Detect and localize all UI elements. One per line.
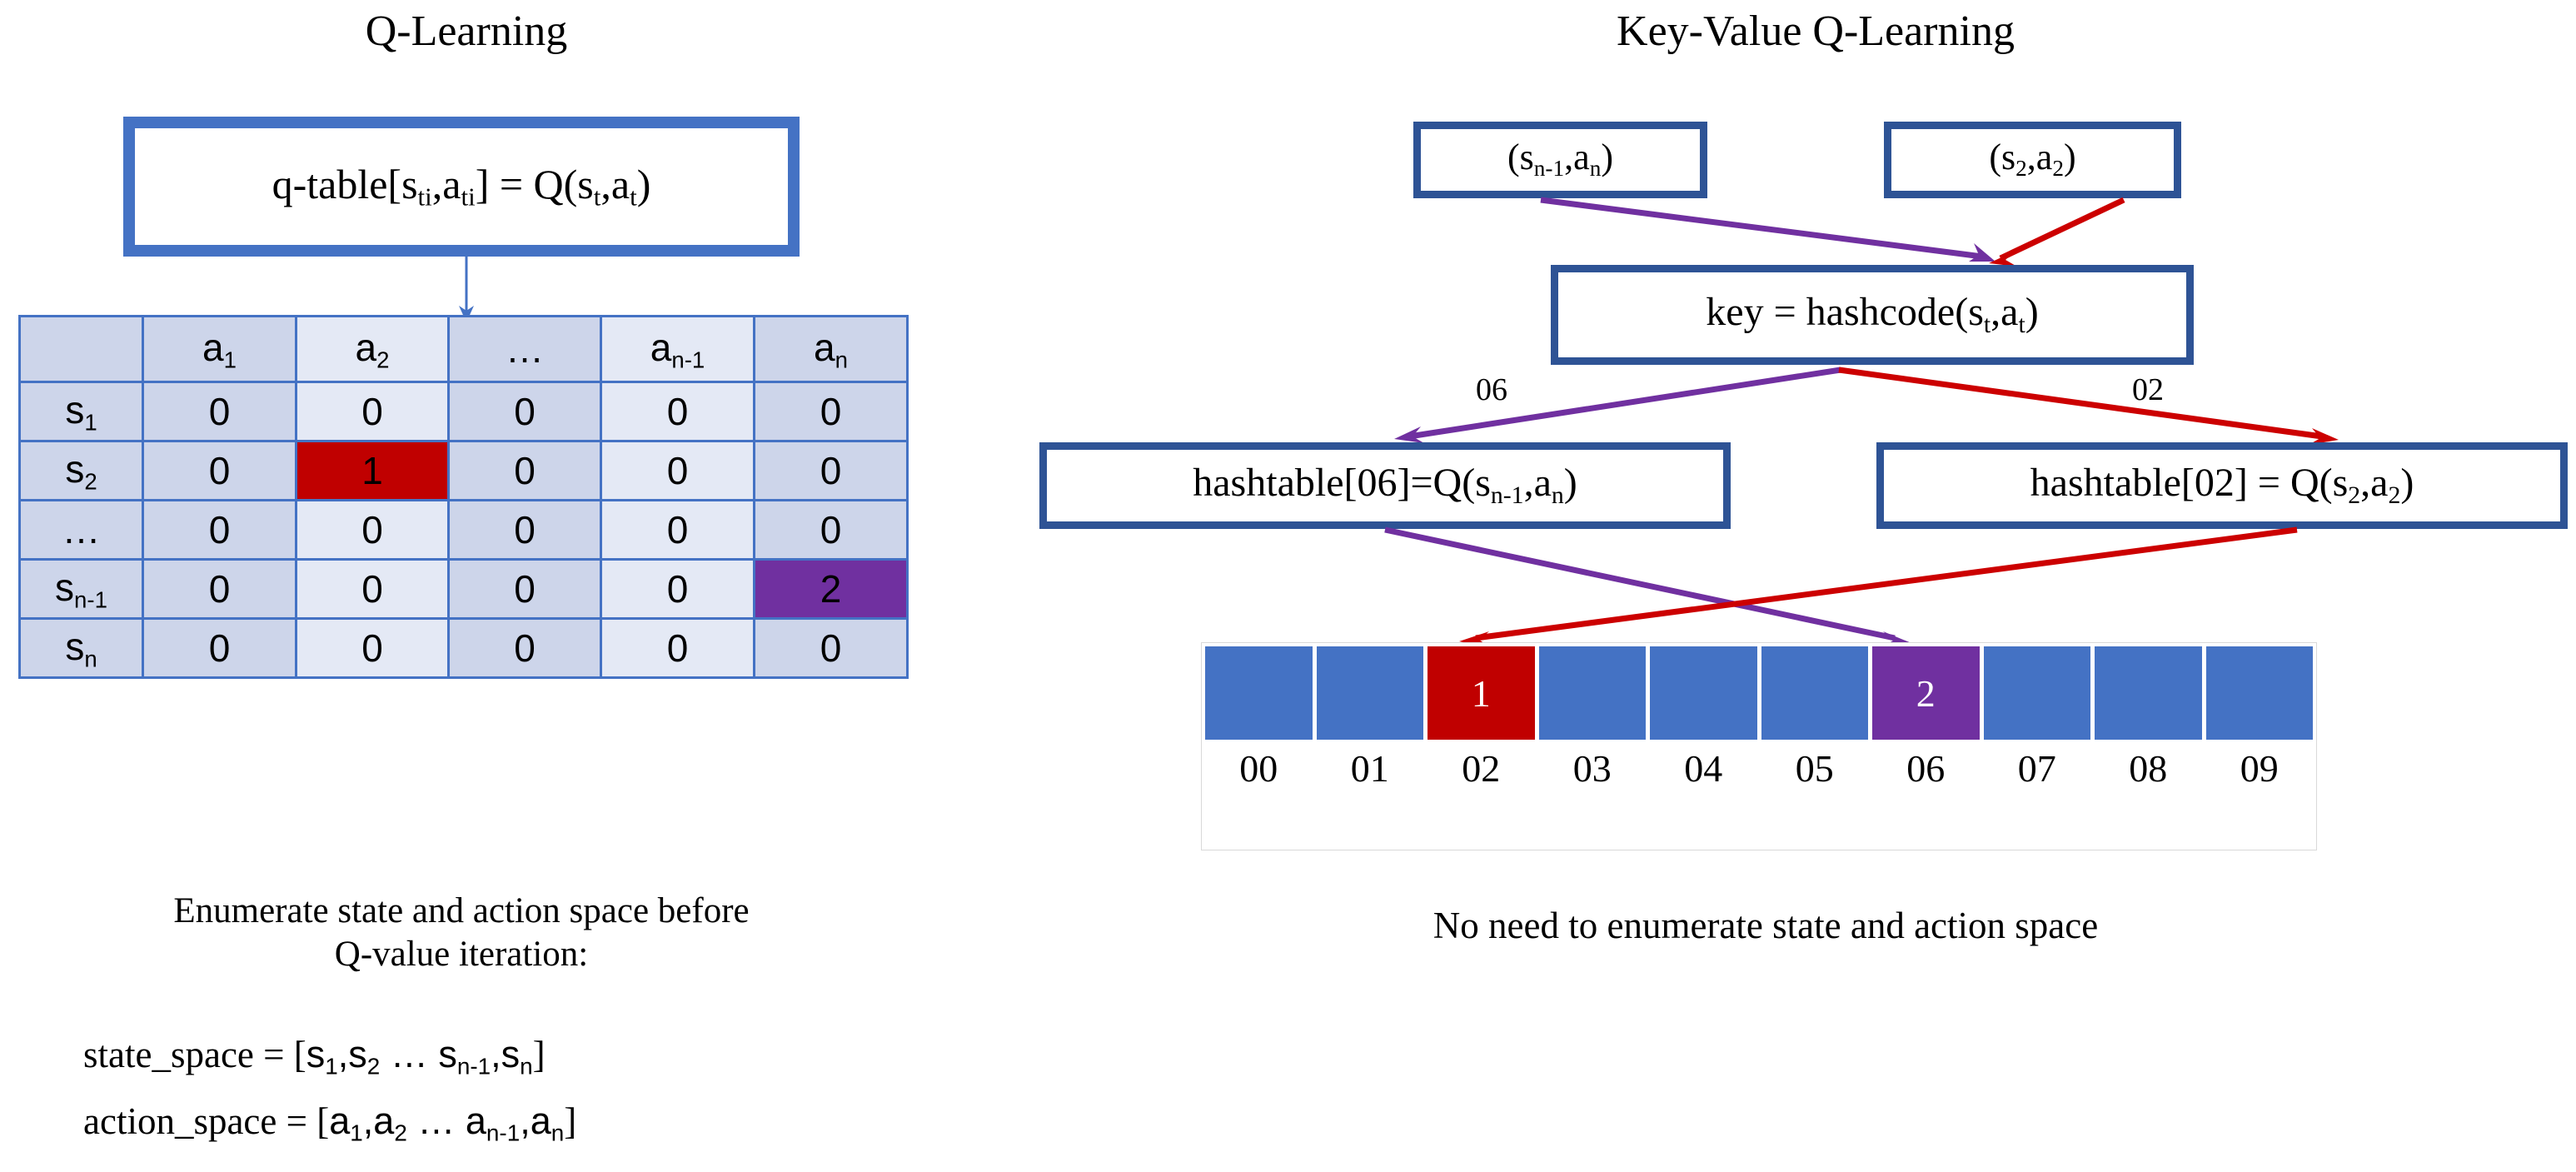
key-label-06: 06 — [1476, 372, 1507, 407]
q-table-cell-highlight-red: 1 — [295, 440, 450, 501]
q-table-cell: 0 — [295, 558, 450, 620]
q-table-cell: 0 — [600, 440, 755, 501]
q-table-row-header-3: sn-1 — [18, 558, 144, 620]
q-table-formula-box: q-table[sti,ati] = Q(st,at) — [123, 117, 800, 257]
q-table-row-header-1: s2 — [18, 440, 144, 501]
q-table-col-header-5: an — [753, 315, 909, 383]
q-table-cell: 0 — [600, 617, 755, 679]
q-table-col-header-3: … — [447, 315, 602, 383]
array-slot-04 — [1650, 646, 1757, 740]
array-index-00: 00 — [1239, 747, 1278, 790]
q-table-cell: 0 — [600, 381, 755, 442]
input-box-sn1-an: (sn-1,an) — [1413, 122, 1707, 198]
array-slot-09 — [2205, 646, 2313, 740]
q-table-row-header-0: s1 — [18, 381, 144, 442]
array-index-06: 06 — [1906, 747, 1946, 790]
q-table-corner-cell — [18, 315, 144, 383]
q-table-cell: 0 — [295, 381, 450, 442]
input-box-s2-a2: (s2,a2) — [1884, 122, 2181, 198]
left-caption-line-1: Enumerate state and action space before — [173, 891, 750, 930]
hashtable-array-indices: 00 01 02 03 04 05 06 07 08 09 — [1202, 740, 2316, 790]
hashcode-box-text: key = hashcode(st,at) — [1706, 290, 2039, 339]
hashcode-box: key = hashcode(st,at) — [1551, 265, 2194, 365]
hashtable-box-02: hashtable[02] = Q(s2,a2) — [1876, 442, 2568, 529]
array-index-07: 07 — [2017, 747, 2056, 790]
state-space-line: state_space = [s1,s2 … sn-1,sn] — [83, 1033, 546, 1080]
q-table-cell: 0 — [753, 440, 909, 501]
hashtable-box-02-text: hashtable[02] = Q(s2,a2) — [2030, 461, 2414, 510]
input-box-s2-a2-text: (s2,a2) — [1989, 137, 2076, 182]
q-table-cell: 0 — [600, 499, 755, 561]
right-caption: No need to enumerate state and action sp… — [1432, 905, 2099, 946]
q-table-cell: 0 — [447, 499, 602, 561]
array-index-09: 09 — [2240, 747, 2279, 790]
q-table-cell: 0 — [142, 617, 297, 679]
array-slot-01 — [1316, 646, 1423, 740]
action-space-line: action_space = [a1,a2 … an-1,an] — [83, 1100, 577, 1146]
q-table-cell: 0 — [447, 381, 602, 442]
q-table-cell: 0 — [142, 499, 297, 561]
q-table-cell: 0 — [295, 499, 450, 561]
q-table-cell: 0 — [447, 440, 602, 501]
q-table-row-header-4: sn — [18, 617, 144, 679]
hashtable-box-06-text: hashtable[06]=Q(sn-1,an) — [1193, 461, 1577, 510]
array-slot-08 — [2095, 646, 2202, 740]
array-slot-filled-06: 2 — [1872, 646, 1980, 740]
left-caption-line-2: Q-value iteration: — [334, 935, 589, 975]
hashtable-box-06: hashtable[06]=Q(sn-1,an) — [1039, 442, 1731, 529]
q-table-col-header-1: a1 — [142, 315, 297, 383]
q-table-cell: 0 — [295, 617, 450, 679]
q-table-cell: 0 — [142, 440, 297, 501]
arrow-input-left-to-hash — [1540, 197, 1996, 262]
q-table-col-header-2: a2 — [295, 315, 450, 383]
q-table-cell: 0 — [753, 499, 909, 561]
array-slot-filled-02: 1 — [1428, 646, 1535, 740]
left-caption: Enumerate state and action space before … — [12, 890, 911, 977]
array-index-03: 03 — [1572, 747, 1612, 790]
q-table-cell-highlight-purple: 2 — [753, 558, 909, 620]
key-label-02: 02 — [2132, 372, 2164, 407]
q-table-col-header-4: an-1 — [600, 315, 755, 383]
q-table-cell: 0 — [447, 617, 602, 679]
q-table-row-header-2: … — [18, 499, 144, 561]
array-index-04: 04 — [1684, 747, 1723, 790]
array-slot-07 — [1983, 646, 2090, 740]
q-table-cell: 0 — [600, 558, 755, 620]
array-index-08: 08 — [2129, 747, 2168, 790]
q-table-cell: 0 — [447, 558, 602, 620]
array-index-05: 05 — [1795, 747, 1834, 790]
q-table-formula-text: q-table[sti,ati] = Q(st,at) — [272, 161, 651, 212]
arrow-input-right-to-hash — [1989, 197, 2125, 267]
arrow-hash-to-hashtable-right — [1838, 367, 2339, 445]
array-slot-03 — [1538, 646, 1646, 740]
formula-to-table-arrow — [459, 254, 474, 322]
q-table-cell: 0 — [142, 381, 297, 442]
input-box-sn1-an-text: (sn-1,an) — [1507, 137, 1613, 182]
q-table-cell: 0 — [753, 381, 909, 442]
array-index-01: 01 — [1350, 747, 1389, 790]
arrow-hashtable02-to-slot02 — [1459, 526, 2298, 648]
q-table-cell: 0 — [753, 617, 909, 679]
right-panel-title: Key-Value Q-Learning — [1617, 7, 2015, 55]
array-slot-05 — [1761, 646, 1868, 740]
q-table-cell: 0 — [142, 558, 297, 620]
arrow-hash-to-hashtable-left — [1394, 367, 1841, 443]
left-panel-title: Q-Learning — [365, 7, 568, 55]
array-slot-00 — [1205, 646, 1313, 740]
array-index-02: 02 — [1462, 747, 1501, 790]
